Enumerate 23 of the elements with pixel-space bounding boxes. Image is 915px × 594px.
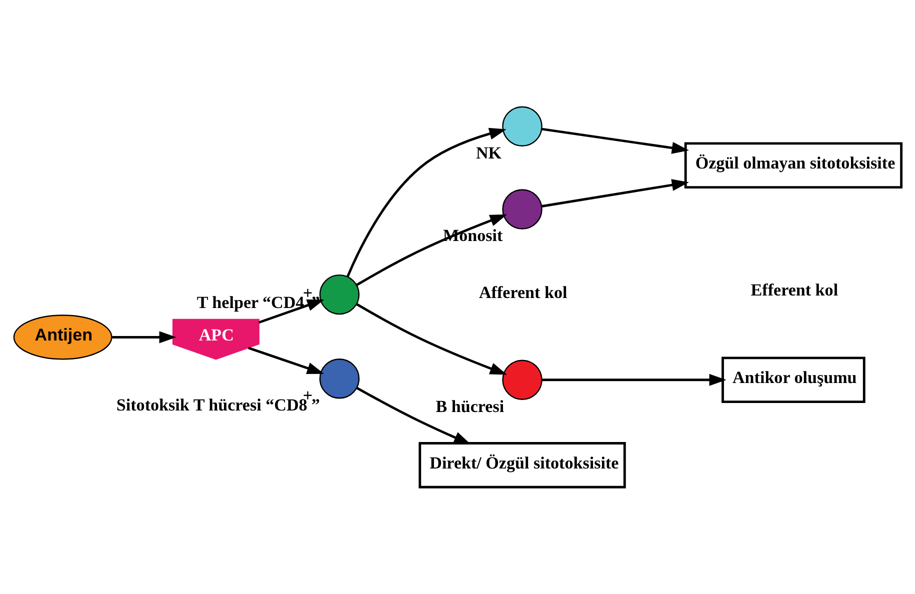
arrow (112, 331, 176, 344)
arrow (356, 214, 508, 286)
node-box: Özgül olmayan sitotoksisite (684, 142, 903, 189)
arrow (346, 128, 506, 278)
node-label: NK (476, 143, 502, 162)
node-circle (319, 358, 360, 399)
arrow (258, 299, 324, 324)
arrow (356, 303, 508, 375)
arrow (542, 179, 689, 208)
node-box: Antikor oluşumu (722, 356, 866, 404)
node-box: Direkt/ Özgül sitotoksisite (418, 442, 626, 488)
arrow (542, 128, 689, 154)
node-ellipse: Antijen (13, 314, 112, 360)
node-circle (319, 274, 360, 315)
label: Afferent kol (479, 282, 568, 302)
node-label: B hücresi (436, 396, 504, 416)
label: Efferent kol (750, 280, 838, 300)
node-circle (502, 106, 542, 146)
node-circle (502, 189, 542, 230)
arrow (248, 346, 324, 374)
arrow (542, 374, 726, 386)
arrow (356, 386, 472, 445)
node-circle (502, 360, 542, 400)
